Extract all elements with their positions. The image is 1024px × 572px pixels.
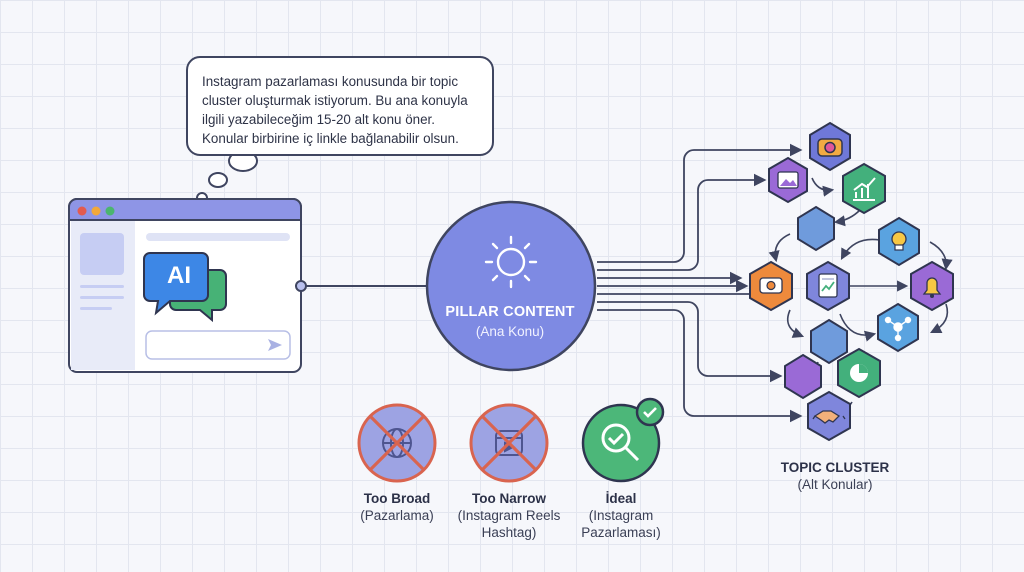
prompt-line: Konular birbirine iç linkle bağlanabilir… — [202, 131, 459, 146]
prompt-line: cluster oluşturmak istiyorum. Bu ana kon… — [202, 93, 468, 108]
send-icon[interactable] — [268, 339, 282, 351]
cluster-node-camera-orange[interactable] — [749, 260, 793, 312]
cluster-node-handshake[interactable] — [807, 390, 851, 442]
ai-chat-icon — [143, 252, 227, 323]
pillar-subtitle: (Ana Konu) — [475, 324, 545, 339]
too-broad-indicator — [357, 403, 437, 483]
ai-badge-label: AI — [167, 262, 191, 289]
chart-icon — [853, 177, 876, 201]
cluster-node-blank-purple[interactable] — [784, 353, 822, 400]
too-broad-title: Too Broad — [363, 491, 431, 506]
topic-cluster-subtitle: (Alt Konular) — [797, 477, 873, 492]
minimize-dot-icon[interactable] — [91, 206, 101, 216]
maximize-dot-icon[interactable] — [105, 206, 115, 216]
too-narrow-subtitle-line: Hashtag) — [481, 525, 537, 540]
cluster-node-chart[interactable] — [842, 162, 886, 215]
cluster-node-pie[interactable] — [837, 347, 881, 399]
network-icon — [884, 316, 912, 342]
cluster-node-lightbulb[interactable] — [878, 216, 920, 267]
lightbulb-icon — [891, 231, 907, 251]
handshake-icon — [812, 410, 846, 424]
image-icon — [777, 171, 799, 189]
connector-node — [295, 280, 307, 292]
close-dot-icon[interactable] — [77, 206, 87, 216]
sun-icon — [484, 235, 538, 289]
check-icon — [643, 407, 657, 418]
bubble-tail — [196, 150, 258, 204]
pie-chart-icon — [850, 364, 868, 382]
cluster-node-blank-upper[interactable] — [797, 205, 835, 252]
cluster-node-bell[interactable] — [910, 260, 954, 312]
ideal-subtitle-line: (Instagram — [588, 508, 654, 523]
too-broad-caption: Too Broad (Pazarlama) — [337, 490, 457, 524]
prompt-speech-bubble: Instagram pazarlaması konusunda bir topi… — [186, 56, 494, 156]
ideal-indicator — [581, 397, 665, 483]
camera-icon — [817, 138, 843, 157]
topic-cluster-caption: TOPIC CLUSTER (Alt Konular) — [760, 459, 910, 493]
too-narrow-caption: Too Narrow (Instagram Reels Hashtag) — [444, 490, 574, 541]
too-narrow-title: Too Narrow — [472, 491, 546, 506]
pillar-title: PILLAR CONTENT — [445, 304, 575, 320]
check-badge — [635, 397, 665, 427]
cluster-node-network[interactable] — [877, 302, 919, 353]
magnifier-check-icon — [601, 423, 640, 462]
prompt-line: Instagram pazarlaması konusunda bir topi… — [202, 74, 459, 89]
pillar-to-cluster-arrows — [597, 143, 803, 423]
prompt-line: ilgili yazabileceğim 15-20 alt konu öner… — [202, 112, 435, 127]
ideal-subtitle-line: Pazarlaması) — [581, 525, 661, 540]
bell-icon — [922, 277, 942, 298]
too-narrow-indicator — [469, 403, 549, 483]
cluster-node-blank-lower[interactable] — [810, 318, 848, 365]
too-narrow-subtitle-line: (Instagram Reels — [457, 508, 561, 523]
ideal-title: İdeal — [605, 491, 637, 506]
too-broad-subtitle: (Pazarlama) — [360, 508, 434, 523]
topic-cluster-title: TOPIC CLUSTER — [780, 460, 890, 475]
camera-icon — [759, 277, 783, 294]
ideal-caption: İdeal (Instagram Pazarlaması) — [561, 490, 681, 541]
cluster-node-image[interactable] — [768, 156, 808, 204]
chat-input[interactable] — [145, 330, 291, 360]
document-chart-icon — [818, 273, 838, 298]
cluster-node-camera-top[interactable] — [809, 121, 851, 172]
cluster-node-document[interactable] — [806, 260, 850, 312]
